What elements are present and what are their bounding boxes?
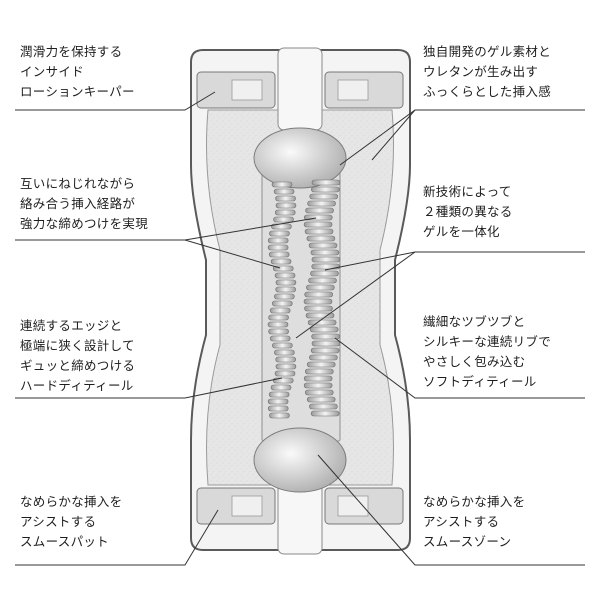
- rib-ring: [273, 188, 295, 195]
- rib-ring: [271, 300, 293, 307]
- label-smooth-pad: なめらかな挿入を アシストする スムースパット: [20, 494, 123, 549]
- leader-lines: [15, 91, 585, 566]
- rib-ring: [268, 251, 290, 258]
- rib-ring: [267, 244, 289, 251]
- rib-ring: [307, 319, 337, 326]
- rib-ring: [304, 368, 334, 375]
- rib-ring: [272, 342, 293, 349]
- rib-ring: [306, 361, 336, 368]
- leader-bottom-left: [15, 509, 219, 566]
- rib-ring: [267, 398, 289, 405]
- rib-ring: [309, 354, 338, 361]
- rib-ring: [306, 235, 336, 242]
- rib-ring: [307, 200, 336, 207]
- label-twisted-path: 互いにねじれながら 絡み合う挿入経路が 強力な締めつけを実現: [20, 176, 149, 231]
- label-lotion-keeper: 潤滑力を保持する インサイド ローションキーパー: [20, 44, 135, 99]
- rib-ring: [304, 389, 334, 396]
- right-rib-channel: [303, 179, 341, 417]
- rib-ring: [305, 207, 334, 214]
- rib-ring: [311, 333, 340, 340]
- rib-ring: [273, 216, 294, 223]
- rib-ring: [303, 382, 333, 389]
- left-rib-channel: [267, 181, 297, 419]
- rib-ring: [309, 326, 339, 333]
- rib-ring: [274, 349, 295, 356]
- rib-ring: [274, 293, 295, 300]
- rib-ring: [275, 202, 297, 209]
- rib-ring: [275, 286, 296, 293]
- label-hard-detail: 連続するエッジと 極端に狭く設計して ギュッと締めつける ハードディティール: [20, 318, 136, 393]
- rib-ring: [269, 230, 290, 237]
- rib-ring: [303, 221, 333, 228]
- leader-bottom-right: [317, 454, 585, 566]
- rib-ring: [269, 307, 291, 314]
- rib-ring: [275, 363, 297, 370]
- rib-ring: [267, 405, 289, 412]
- rib-ring: [267, 237, 289, 244]
- rib-ring: [310, 249, 340, 256]
- rib-ring: [304, 228, 334, 235]
- rib-ring: [268, 328, 289, 335]
- label-smooth-zone: なめらかな挿入を アシストする スムースゾーン: [423, 494, 526, 549]
- rib-ring: [270, 384, 292, 391]
- rib-ring: [306, 396, 336, 403]
- rib-ring: [311, 186, 340, 193]
- rib-ring: [308, 242, 338, 249]
- rib-ring: [303, 298, 333, 305]
- rib-ring: [306, 284, 335, 291]
- rib-ring: [275, 356, 297, 363]
- rib-ring: [311, 263, 341, 270]
- rib-ring: [309, 403, 338, 410]
- rib-ring: [269, 335, 291, 342]
- bottom-bulb: [253, 427, 347, 493]
- leader-lower-left: [15, 377, 283, 399]
- rib-ring: [274, 209, 296, 216]
- rib-ring: [310, 270, 339, 277]
- rib-ring: [304, 291, 333, 298]
- rib-ring: [311, 340, 341, 347]
- rib-ring: [274, 370, 296, 377]
- leader-upper-right-2: [295, 251, 416, 339]
- rib-ring: [274, 272, 296, 279]
- top-opening: [277, 47, 323, 131]
- rib-ring: [267, 321, 289, 328]
- label-dual-gel: 新技術によって ２種類の異なる ゲルを一体化: [423, 184, 513, 239]
- rib-ring: [271, 181, 293, 188]
- leader-lower-right: [334, 337, 585, 399]
- rib-ring: [309, 193, 339, 200]
- rib-ring: [270, 258, 292, 265]
- rib-ring: [304, 305, 333, 312]
- label-soft-detail: 繊細なツブツブと シルキーな連続リブで やさしく包み込む ソフトディティール: [423, 314, 552, 389]
- leader-top-right-2: [371, 109, 416, 161]
- rib-ring: [305, 312, 335, 319]
- rib-ring: [310, 347, 340, 354]
- rib-ring: [311, 256, 341, 263]
- label-gel-urethane: 独自開発のゲル素材と ウレタンが生み出す ふっくらとした挿入感: [423, 44, 552, 99]
- leader-top-left: [15, 91, 216, 111]
- rib-ring: [303, 375, 333, 382]
- rib-ring: [268, 314, 289, 321]
- rib-ring: [310, 410, 340, 417]
- top-bulb: [253, 127, 347, 189]
- rib-ring: [308, 277, 337, 284]
- rib-ring: [275, 279, 297, 286]
- rib-ring: [268, 391, 290, 398]
- rib-ring: [275, 195, 296, 202]
- rib-ring: [311, 179, 341, 186]
- rib-ring: [269, 412, 290, 419]
- leader-upper-left-2: [184, 217, 317, 241]
